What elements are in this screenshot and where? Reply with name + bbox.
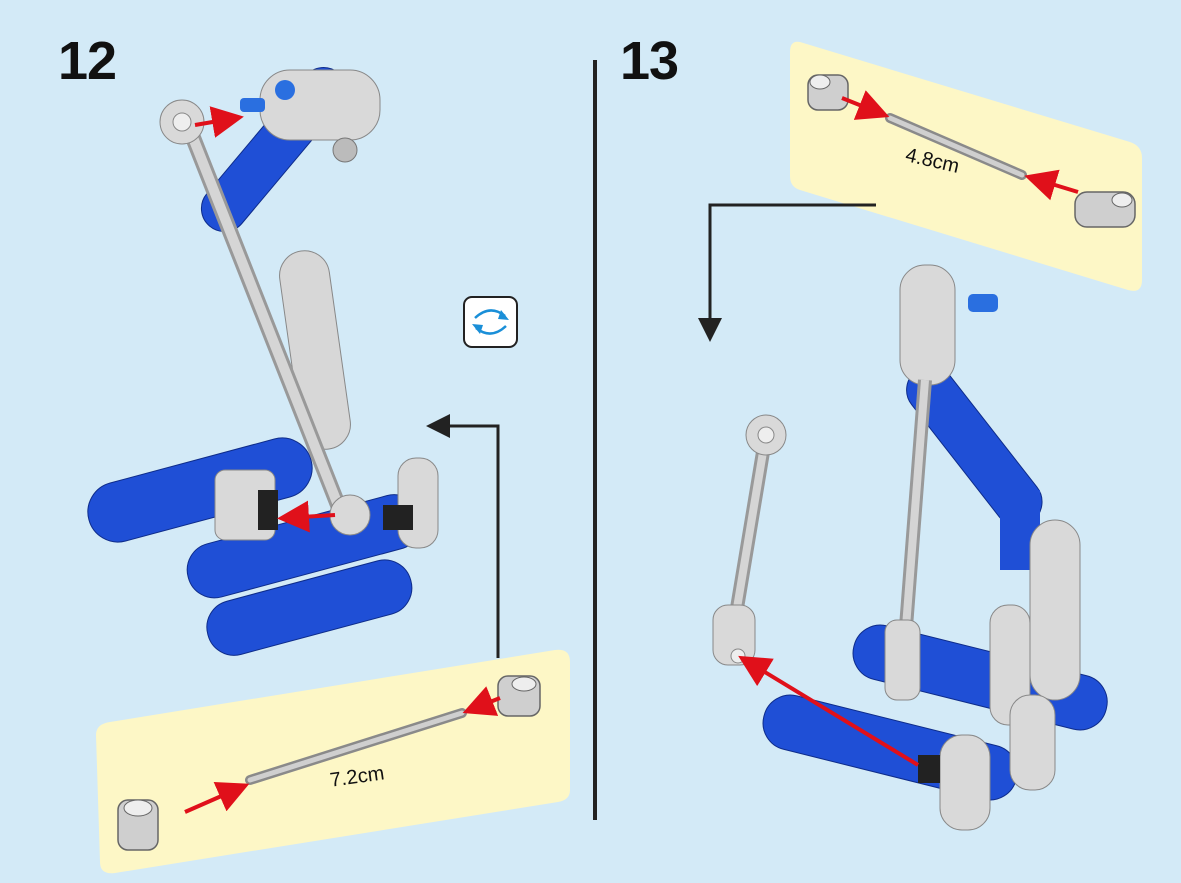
callout-panel-step-12 [96,649,570,874]
step-number-12: 12 [58,31,117,91]
connector-part [1074,191,1136,228]
model-step-12 [87,66,439,656]
connector-part [807,74,849,111]
axle-4-8cm [885,113,1027,180]
rotate-model-icon [463,296,518,348]
axle-7-2cm [245,708,467,785]
model-step-13 [712,264,1108,831]
flow-arrow [698,203,876,342]
connector-part [117,799,159,851]
connector-part [497,675,541,717]
step-divider [593,60,597,820]
step-number-13: 13 [620,31,679,91]
flow-arrow [426,414,500,658]
